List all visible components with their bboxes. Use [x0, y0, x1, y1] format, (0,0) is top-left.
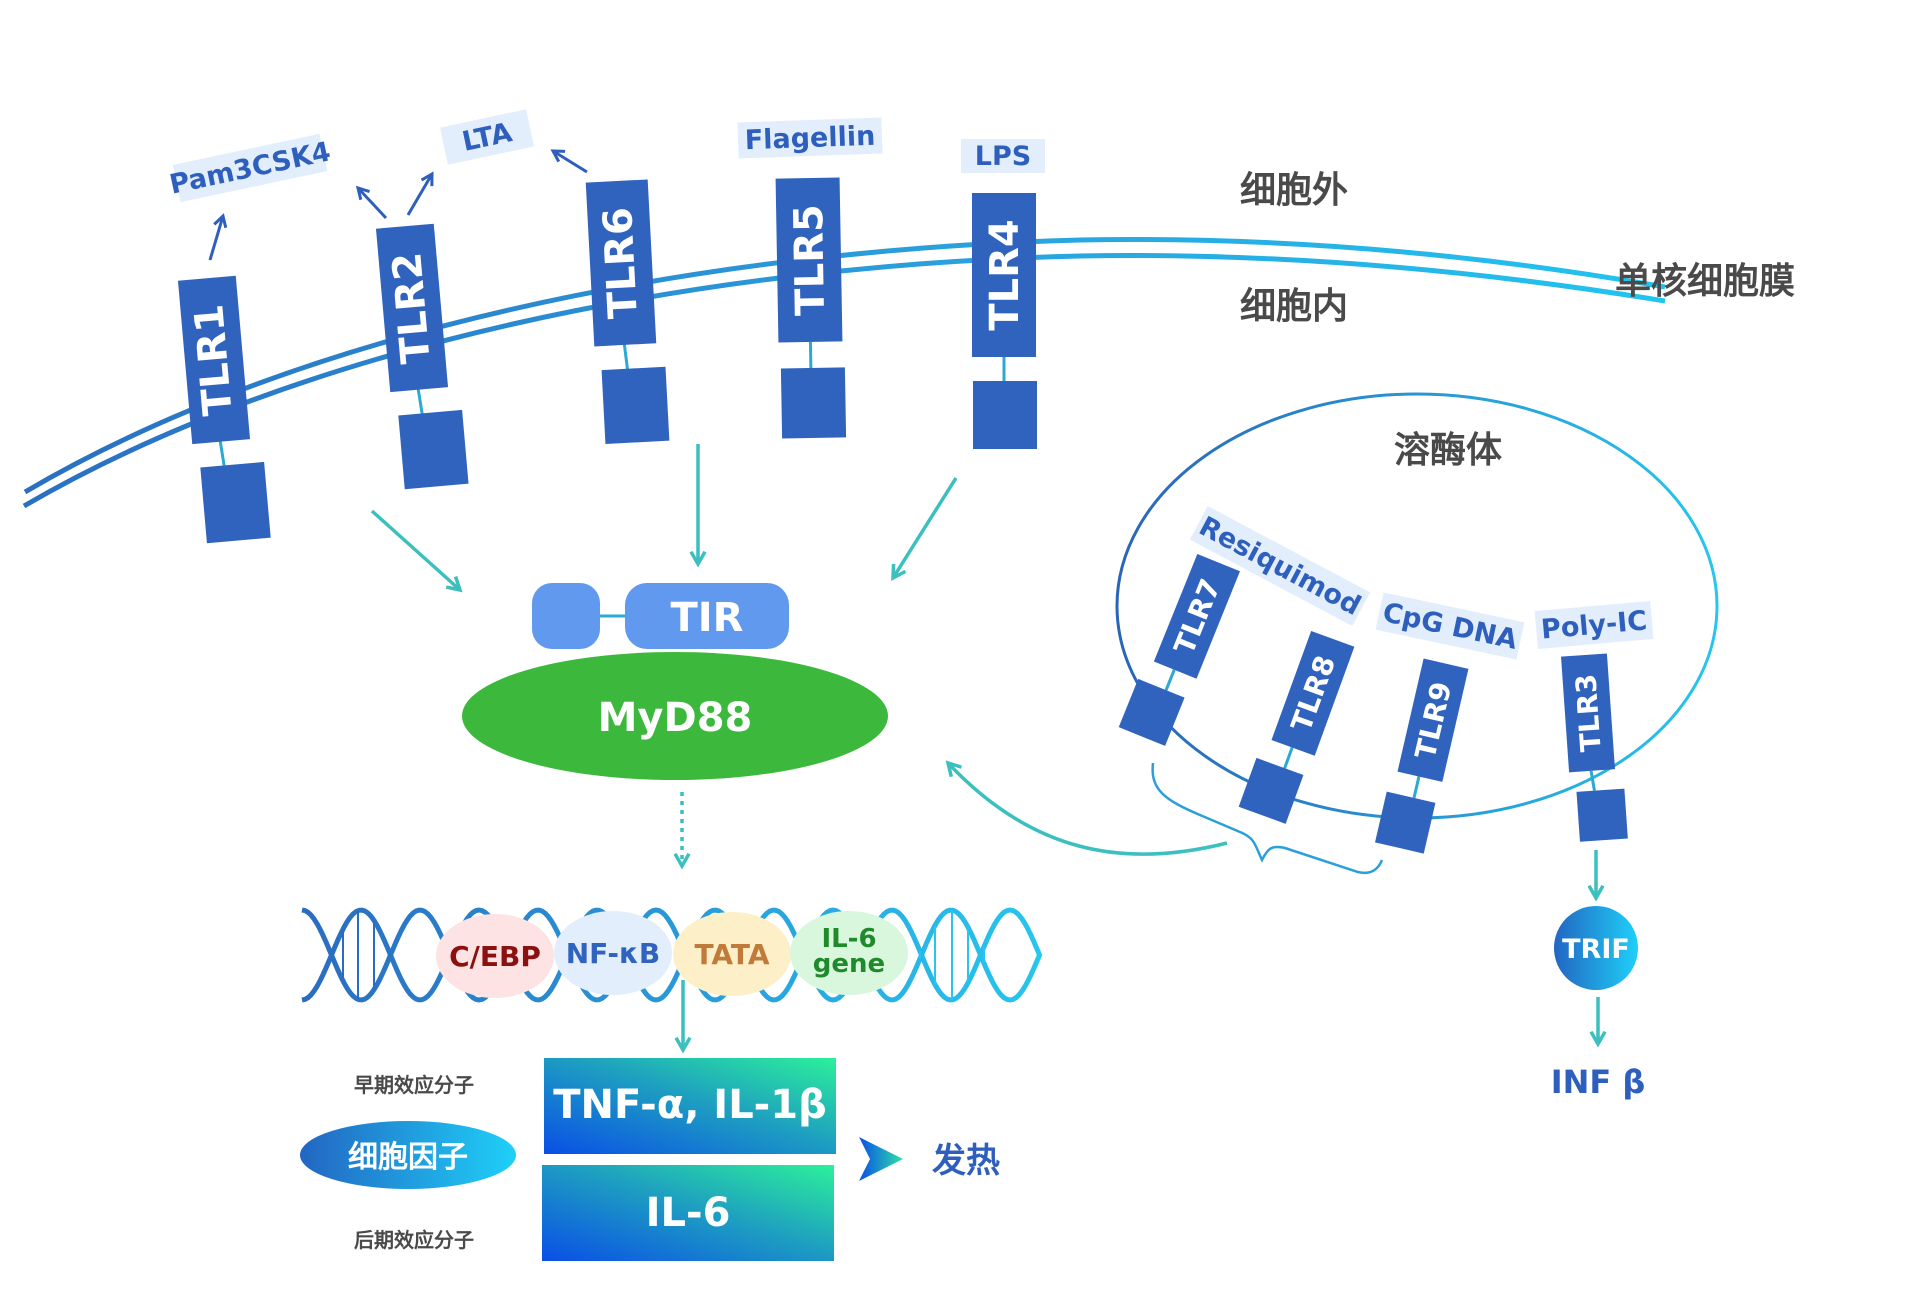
- tlr5-label: TLR5: [786, 204, 834, 316]
- receptor-tlr5: TLR5: [775, 177, 847, 439]
- ligand-cpg-dna: CpG DNA: [1375, 592, 1525, 660]
- early-cytokine-text: TNF-α, IL-1β: [553, 1082, 827, 1128]
- intracellular-label: 细胞内: [1240, 286, 1348, 327]
- early-cytokine-box: TNF-α, IL-1β: [544, 1058, 836, 1154]
- ligand-lps: LPS: [961, 139, 1045, 173]
- extracellular-label: 细胞外: [1240, 170, 1348, 211]
- tlr1-to-pam3csk4-arrow: [208, 213, 228, 261]
- tlr2-label: TLR2: [384, 250, 440, 365]
- early-effector-label: 早期效应分子: [354, 1073, 474, 1097]
- late-cytokine-text: IL-6: [646, 1190, 731, 1236]
- tlr6-label: TLR6: [595, 206, 647, 320]
- tir-box: [625, 583, 789, 649]
- lysosome-label: 溶酶体: [1394, 430, 1502, 471]
- tlr2-to-lta-arrow: [406, 171, 434, 216]
- cebp-factor: C/EBP: [436, 914, 554, 998]
- receptor-tlr6: TLR6: [585, 179, 670, 445]
- ligand-pam3csk4-text: Pam3CSK4: [167, 136, 334, 200]
- left-to-tir-arrow: [370, 509, 463, 593]
- myd88-label: MyD88: [598, 695, 753, 741]
- ligand-flagellin-text: Flagellin: [744, 121, 876, 157]
- ligand-arrows: [208, 149, 588, 261]
- tlr4-label: TLR4: [982, 219, 1028, 330]
- inf-beta-label: INF β: [1551, 1063, 1646, 1101]
- tir-small-domain: [532, 583, 600, 649]
- membrane-label: 单核细胞膜: [1615, 261, 1795, 302]
- ligand-lta: LTA: [440, 109, 534, 165]
- receptor-tlr8: TLR8: [1238, 630, 1355, 824]
- tir-label: TIR: [671, 595, 744, 641]
- cytokine-label: 细胞因子: [348, 1140, 468, 1175]
- right-to-tir-arrow: [891, 477, 958, 581]
- cebp-label: C/EBP: [449, 940, 541, 973]
- late-effector-label: 后期效应分子: [354, 1228, 474, 1252]
- cytokine-badge: 细胞因子: [300, 1121, 516, 1189]
- dna-strand: [301, 907, 1043, 1003]
- ligand-flagellin: Flagellin: [737, 117, 883, 159]
- ligand-poly-ic: Poly-IC: [1534, 601, 1654, 649]
- il6-gene-label-line2: gene: [813, 949, 885, 979]
- tlr7-8-9-brace: [1151, 762, 1384, 875]
- receptor-tlr4: TLR4: [972, 193, 1037, 449]
- nfkb-label: NF-κB: [566, 937, 661, 970]
- trif: TRIF: [1554, 906, 1638, 990]
- fever-label: 发热: [932, 1141, 1000, 1181]
- ligand-cpg-dna-text: CpG DNA: [1380, 597, 1520, 656]
- receptor-tlr7: TLR7: [1118, 553, 1240, 746]
- tlr6-to-lta-arrow: [550, 149, 588, 174]
- outcome-arrow-icon: [859, 1137, 903, 1181]
- endosomal-to-myd88-arrow: [945, 760, 1228, 856]
- tata-box: TATA: [673, 912, 791, 996]
- tlr2-to-pam3csk4-arrow: [355, 185, 388, 220]
- dna-strand: [301, 907, 1043, 1003]
- dna-helix: [301, 907, 1043, 1003]
- tlr1-label: TLR1: [186, 302, 242, 417]
- tir-domain: TIR: [532, 583, 789, 649]
- cell-membrane: [22, 237, 1666, 509]
- signal-arrows: [370, 444, 1607, 1054]
- receptor-tlr9: TLR9: [1375, 658, 1469, 854]
- nfkb-factor: NF-κB: [554, 911, 672, 995]
- late-cytokine-box: IL-6: [542, 1165, 834, 1261]
- tlr3-label: TLR3: [1569, 673, 1607, 753]
- ligand-pam3csk4: Pam3CSK4: [167, 133, 334, 203]
- il6-gene: IL-6 gene: [790, 911, 908, 995]
- ligand-lps-text: LPS: [975, 141, 1031, 172]
- il6-gene-label-line1: IL-6: [821, 924, 876, 954]
- myd88: MyD88: [462, 652, 888, 780]
- receptor-tlr2: TLR2: [375, 223, 469, 490]
- trif-label: TRIF: [1562, 934, 1630, 965]
- receptor-tlr1: TLR1: [177, 275, 271, 544]
- receptor-tlr3: TLR3: [1561, 653, 1628, 842]
- tata-label: TATA: [694, 938, 769, 971]
